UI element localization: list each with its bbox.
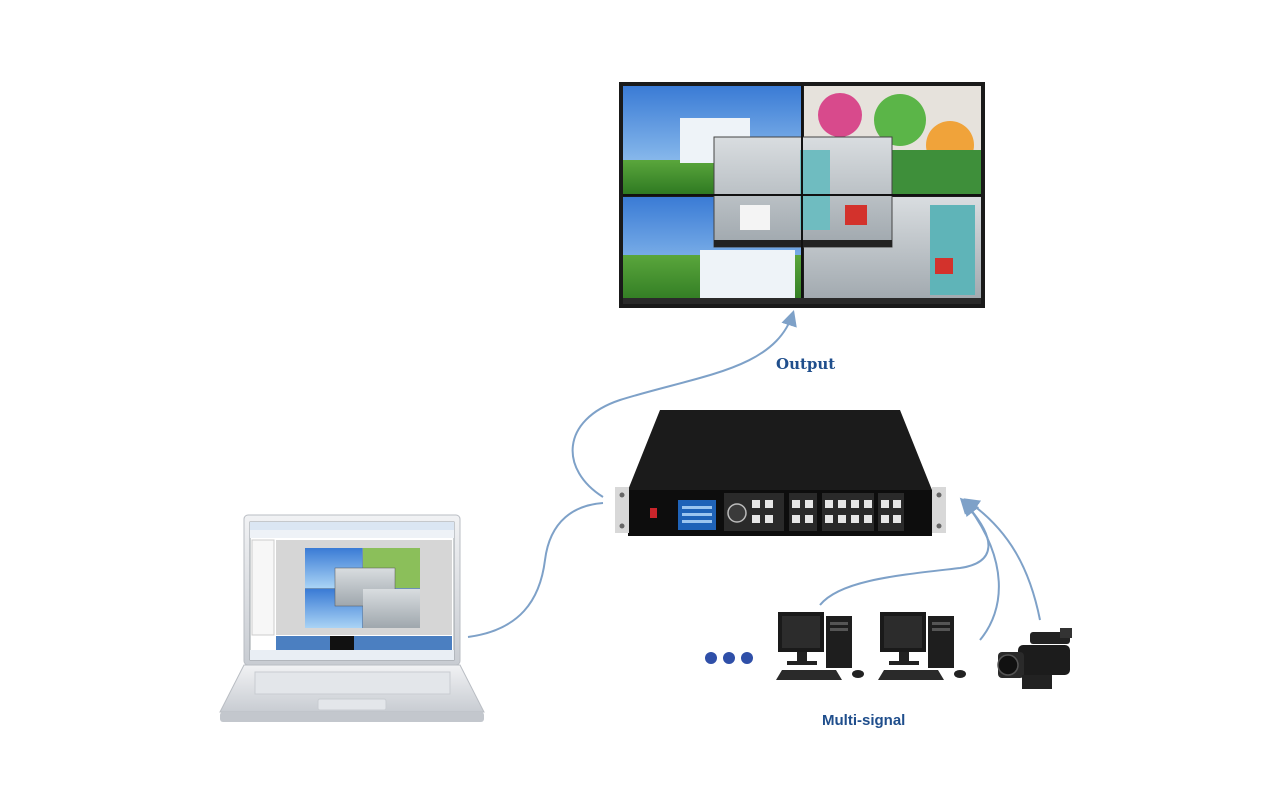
output-label: Output xyxy=(776,355,835,373)
output-arrow xyxy=(571,309,797,498)
front-panel-buttons xyxy=(724,493,904,531)
camera-input-arrow xyxy=(963,498,1041,621)
multi-signal-label: Multi-signal xyxy=(822,712,905,729)
video-processor-device xyxy=(615,410,946,536)
ellipsis-dots-icon xyxy=(705,652,753,664)
laptop-icon xyxy=(219,514,485,722)
desktop-pc-icon xyxy=(776,612,864,680)
desktop-pc-icon-2 xyxy=(878,612,966,680)
video-camera-icon xyxy=(997,628,1072,689)
connection-arrows xyxy=(467,309,1041,641)
pc2-input-arrow xyxy=(963,499,1000,641)
control-knob-icon xyxy=(727,503,747,523)
video-wall-monitor xyxy=(619,82,985,308)
laptop-to-processor-line xyxy=(467,502,604,638)
power-switch-icon xyxy=(650,508,657,518)
